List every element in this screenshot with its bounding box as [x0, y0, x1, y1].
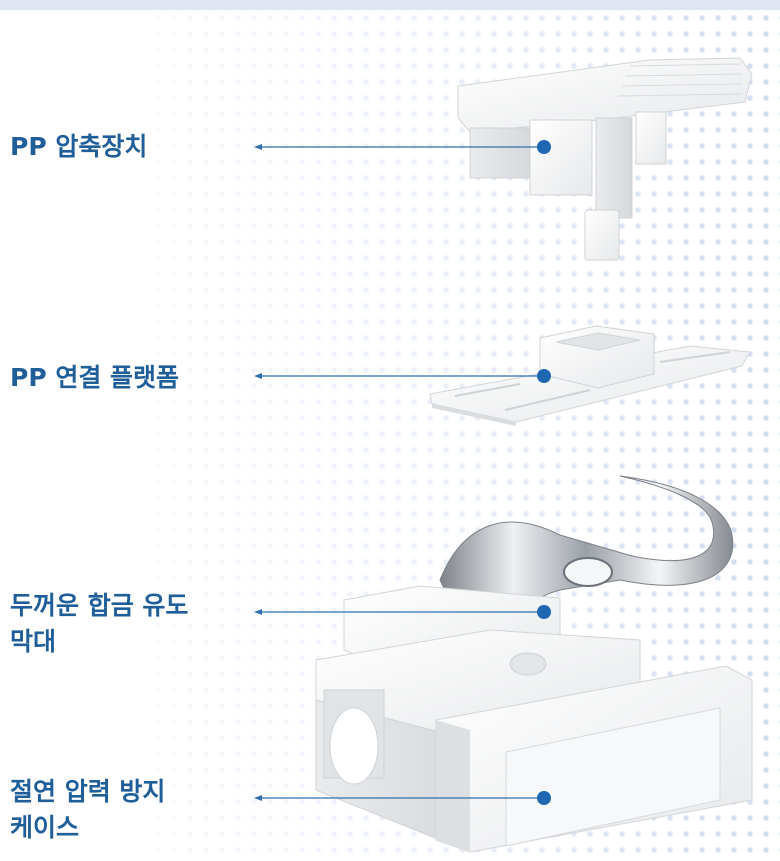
label-insulation-case: 절연 압력 방지 케이스 — [10, 774, 165, 846]
label-text-line-1: 두꺼운 합금 유도 — [10, 591, 189, 620]
marker-dot-icon — [537, 369, 551, 383]
top-band — [0, 0, 780, 10]
label-text: PP 연결 플랫폼 — [10, 363, 180, 392]
leader-line-platform — [254, 369, 551, 383]
label-alloy-guide-bar: 두꺼운 합금 유도 막대 — [10, 588, 188, 660]
arrow-left-icon — [254, 609, 262, 615]
label-pp-connection-platform: PP 연결 플랫폼 — [10, 360, 179, 396]
label-text-line-2: 막대 — [10, 627, 57, 656]
label-pp-compression-device: PP 압축장치 — [10, 129, 147, 165]
marker-dot-icon — [537, 791, 551, 805]
leader-line-insulation-case — [254, 791, 551, 805]
label-text-line-1: 절연 압력 방지 — [10, 777, 166, 806]
label-text: PP 압축장치 — [10, 132, 148, 161]
pp-connection-platform-illustration — [429, 325, 751, 426]
label-text-line-2: 케이스 — [10, 813, 80, 842]
arrow-left-icon — [254, 144, 262, 150]
marker-dot-icon — [537, 605, 551, 619]
arrow-left-icon — [254, 795, 262, 801]
marker-dot-icon — [537, 140, 551, 154]
leader-line-compression — [254, 140, 551, 154]
pp-compression-device-illustration — [457, 57, 753, 261]
arrow-left-icon — [254, 373, 262, 379]
leader-line-alloy-bar — [254, 605, 551, 619]
insulation-case-illustration — [315, 585, 753, 853]
